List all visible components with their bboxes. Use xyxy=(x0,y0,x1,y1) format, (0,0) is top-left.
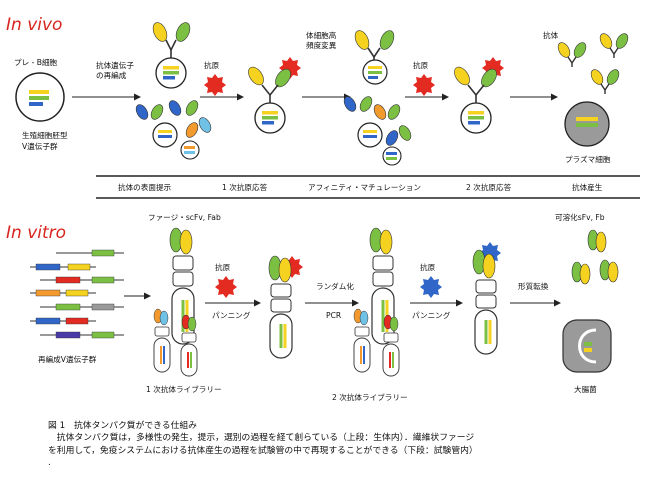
antigen-label-vivo-1: 抗原 xyxy=(204,60,220,70)
plasma-cell xyxy=(564,101,610,147)
transformation-label: 形質転換 xyxy=(518,281,549,291)
e-coli-label: 大腸菌 xyxy=(574,384,597,394)
in-vitro-title: In vitro xyxy=(6,223,66,243)
caption-text-line-2: を利用して，免疫システムにおける抗体産生の過程を試験管の中で再現することができる… xyxy=(48,445,478,456)
e-coli-cell xyxy=(562,319,612,373)
antigen-vitro-1 xyxy=(215,276,237,298)
antigen-vitro-2 xyxy=(420,276,442,298)
b-cell-primary-response xyxy=(248,57,301,134)
germline-label-1: 生殖細胞胚型 xyxy=(22,130,68,140)
figure-caption: 図 1 抗体タンパク質ができる仕組み 抗体タンパク質は，多様性の発生，提示，選別… xyxy=(48,420,638,470)
pcr-label: PCR xyxy=(326,311,342,320)
stage-primary-response: 1 次抗原応答 xyxy=(222,182,268,192)
antigen-vivo-1 xyxy=(204,74,226,96)
rearranged-v-genes xyxy=(30,249,124,339)
stage-surface-display: 抗体の表面提示 xyxy=(118,182,172,192)
panning-label-2: パンニング xyxy=(412,310,451,320)
antigen-label-vivo-2: 抗原 xyxy=(413,60,429,70)
library-2-label: 2 次抗体ライブラリー xyxy=(332,392,408,402)
antigen-vivo-2 xyxy=(413,74,435,96)
somatic-mutation-label-2: 頻度変異 xyxy=(306,40,337,50)
soluble-label: 可溶化sFv, Fb xyxy=(555,212,605,222)
panning-label-1: パンニング xyxy=(212,310,251,320)
phage-library-1-small xyxy=(153,308,198,377)
stage-antibody-production: 抗体産生 xyxy=(572,182,603,192)
randomization-label: ランダム化 xyxy=(316,281,354,291)
in-vivo-title: In vivo xyxy=(6,15,62,35)
phage-label: ファージ・scFv, Fab xyxy=(148,213,221,222)
caption-title: 図 1 抗体タンパク質ができる仕組み xyxy=(48,421,197,431)
secreted-antibodies xyxy=(557,33,629,94)
b-cell-secondary-response xyxy=(454,57,504,134)
antigen-label-vitro-1: 抗原 xyxy=(215,262,231,272)
germline-label-2: V遺伝子群 xyxy=(22,141,58,151)
plasma-cell-label: プラズマ細胞 xyxy=(565,154,611,164)
caption-text-line-1: 抗体タンパク質は，多様性の発生，提示，選別の過程を経て創らている（上段：生体内）… xyxy=(48,433,475,444)
b-cell-mutated-2 xyxy=(343,96,412,166)
b-cell-surface-antibody-1 xyxy=(152,22,191,89)
somatic-mutation-label-1: 体細胞高 xyxy=(306,30,337,40)
pre-b-cell xyxy=(15,72,65,122)
b-cell-variant-antibodies xyxy=(135,100,212,160)
rearrangement-label-2: の再編成 xyxy=(96,70,127,80)
pre-b-cell-label: プレ - B細胞 xyxy=(14,57,58,67)
rearranged-genes-label: 再編成V遺伝子群 xyxy=(38,354,97,364)
selected-phage-1 xyxy=(268,255,303,359)
phage-library-2-small xyxy=(353,308,400,377)
rearrangement-label-1: 抗体遺伝子 xyxy=(96,60,134,70)
b-cell-mutated-1 xyxy=(354,30,395,85)
antigen-label-vitro-2: 抗原 xyxy=(420,262,436,272)
caption-text-line-3: . xyxy=(48,458,51,469)
antibody-label: 抗体 xyxy=(543,30,559,40)
soluble-fragments xyxy=(571,229,619,285)
stage-secondary-response: 2 次抗原応答 xyxy=(466,182,512,192)
selected-phage-2 xyxy=(472,242,501,355)
stage-affinity-maturation: アフィニティ・マチュレーション xyxy=(308,183,421,192)
library-1-label: 1 次抗体ライブラリー xyxy=(146,384,222,394)
